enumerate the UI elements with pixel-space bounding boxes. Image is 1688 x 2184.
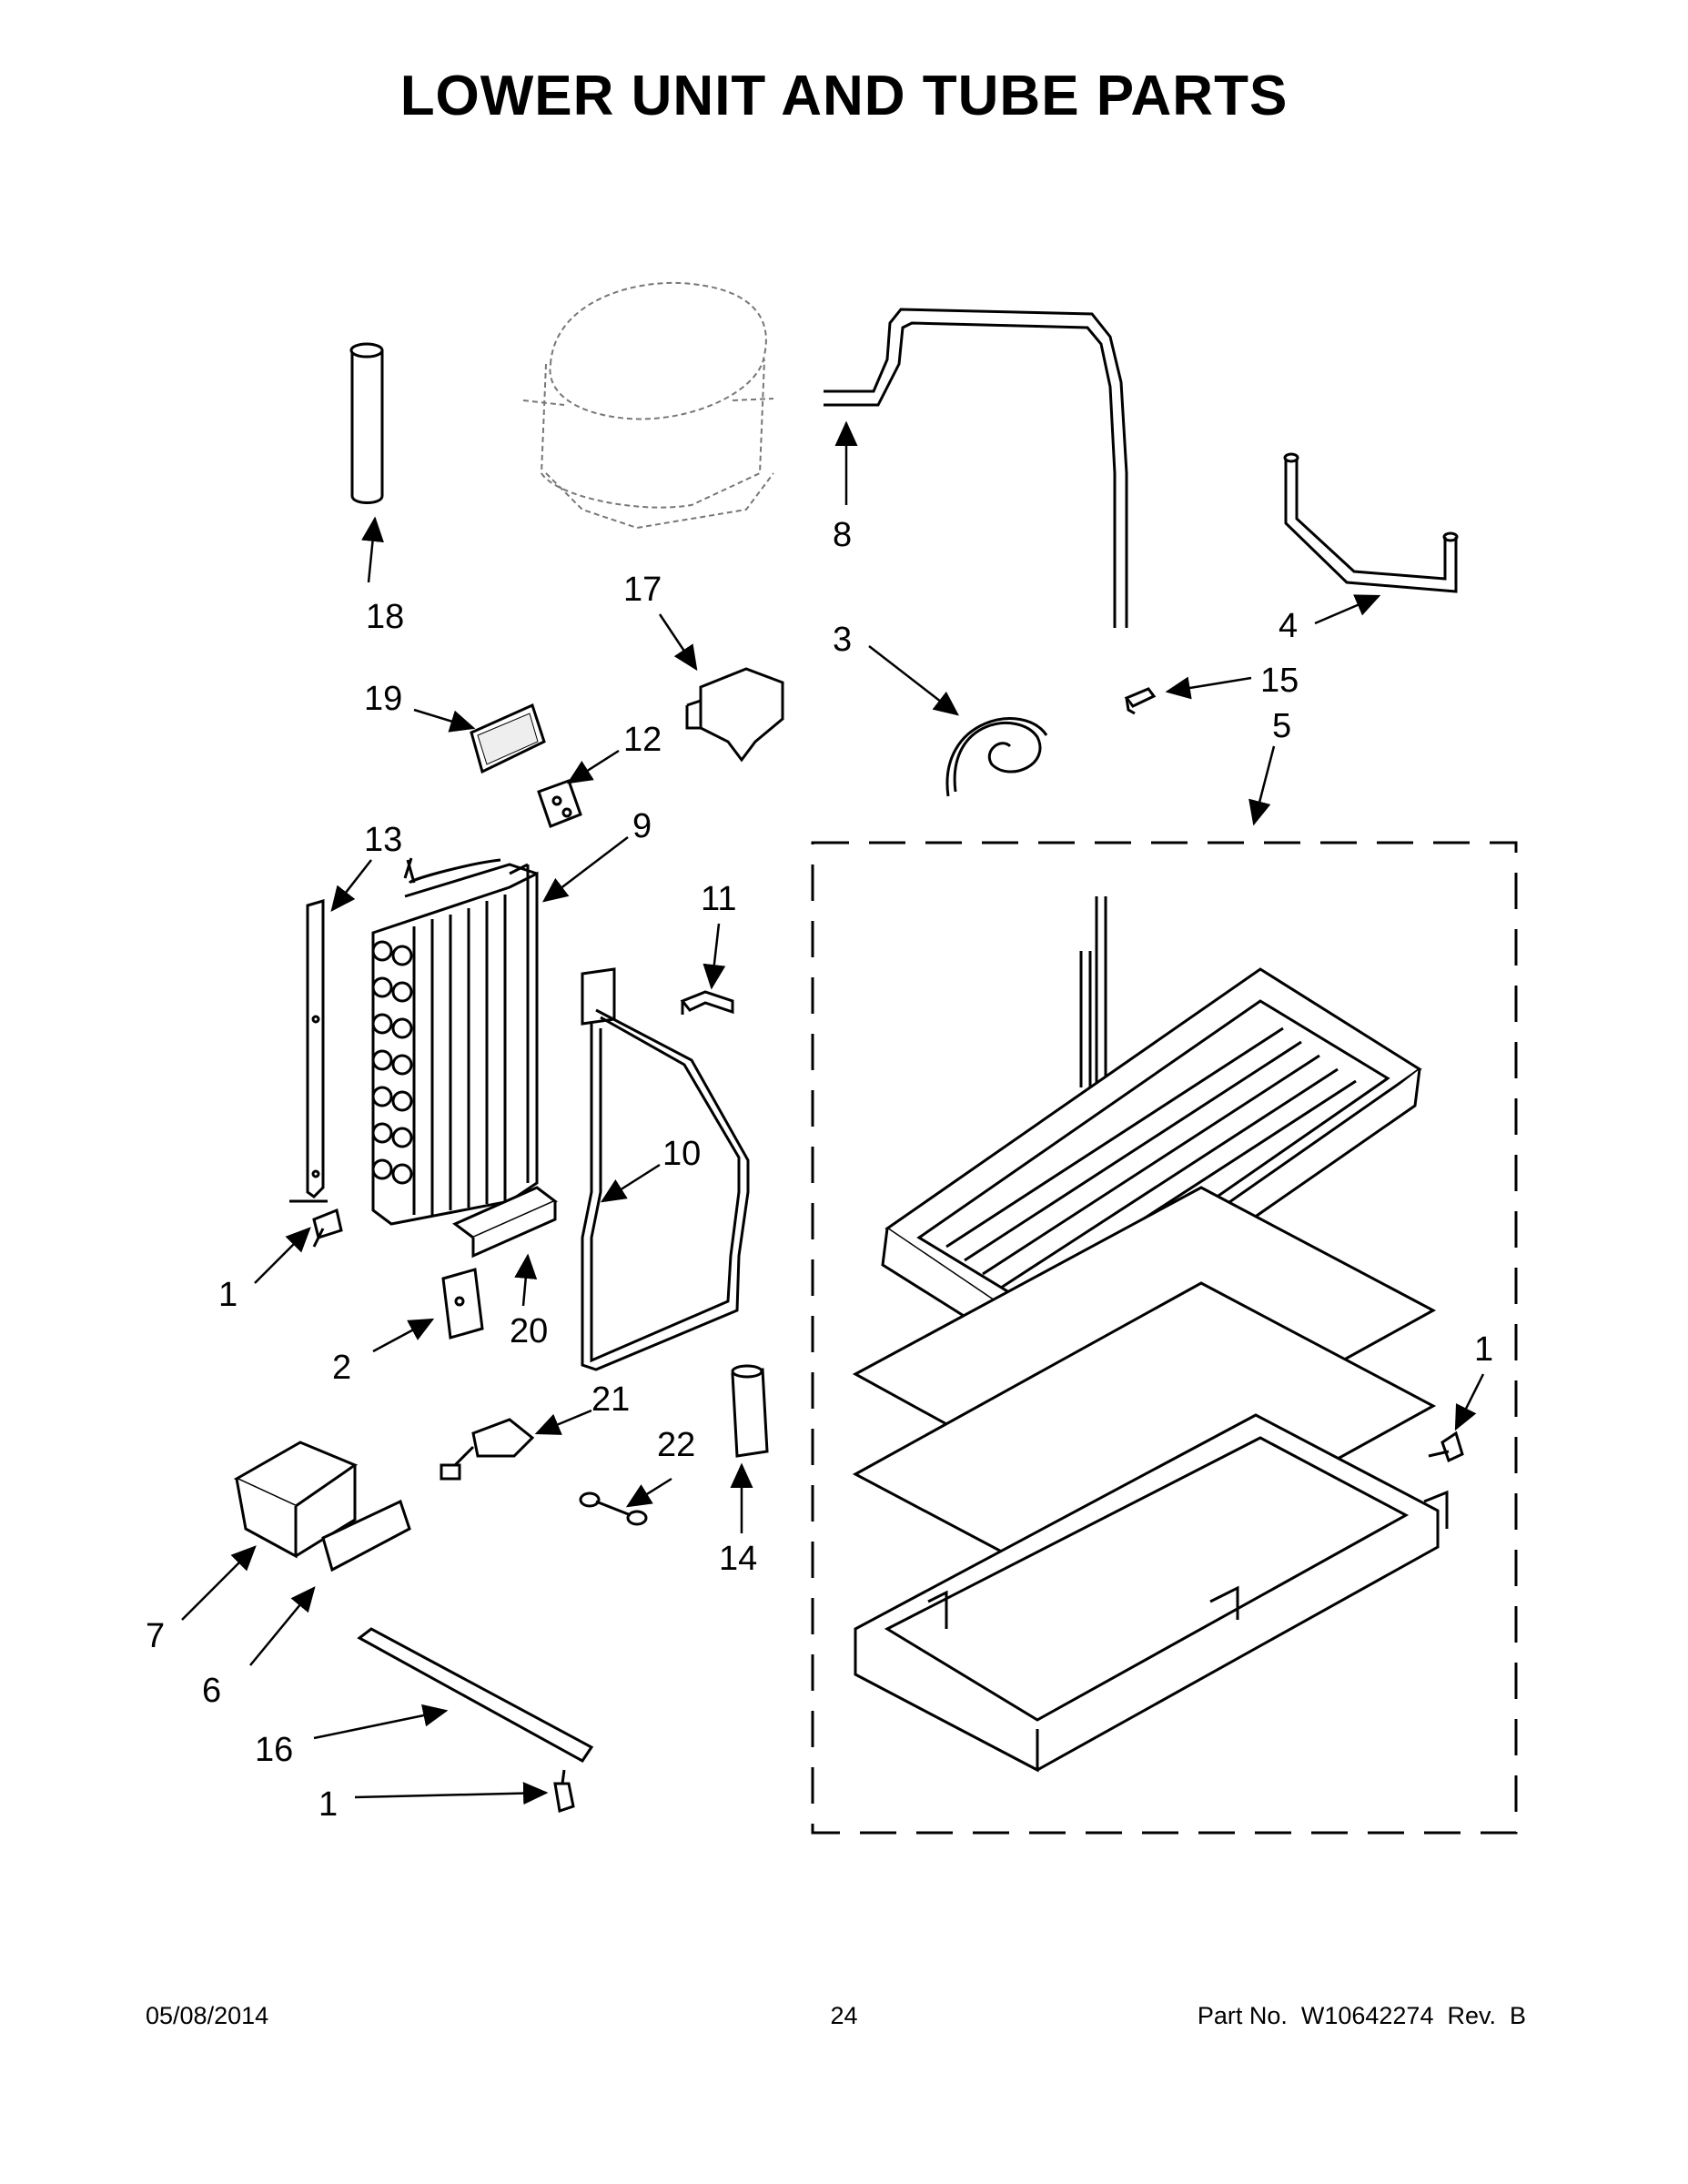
callout-arrows	[181, 420, 1485, 1805]
callout-label: 4	[1279, 607, 1298, 645]
part-2-plate	[441, 1268, 484, 1340]
callout-label: 19	[364, 680, 402, 718]
part-12-plate	[537, 779, 582, 828]
callout-label: 1	[318, 1785, 338, 1824]
callout-label: 10	[662, 1135, 701, 1173]
part-8-tube	[824, 308, 1128, 628]
part-3-tube	[945, 717, 1048, 797]
part-14-sleeve	[731, 1364, 769, 1458]
screw-icon	[312, 1208, 343, 1248]
part-18-sleeve	[349, 342, 384, 504]
callout-label: 1	[1474, 1330, 1493, 1369]
callout-label: 1	[218, 1276, 238, 1314]
compressor-outline	[522, 281, 774, 530]
footer-date: 05/08/2014	[146, 2002, 269, 2029]
part-22-connector	[579, 1491, 648, 1526]
callout-label: 2	[332, 1349, 351, 1387]
callout-label: 9	[632, 807, 652, 845]
part-5-group-box	[811, 841, 1518, 1835]
part-21-switch	[440, 1418, 535, 1481]
part-6-plate	[321, 1499, 411, 1572]
part-17-bracket	[685, 667, 784, 763]
screw-icon	[553, 1769, 575, 1813]
callout-label: 6	[202, 1672, 221, 1710]
footer-part-number: Part No. W10642274 Rev. B	[1197, 2002, 1526, 2029]
callout-label: 14	[719, 1540, 757, 1578]
callout-label: 13	[364, 821, 402, 859]
page-title: LOWER UNIT AND TUBE PARTS	[399, 65, 1289, 127]
callout-label: 20	[510, 1312, 548, 1350]
callout-label: 5	[1272, 707, 1291, 745]
part-20-bracket	[452, 1186, 558, 1259]
callout-label: 22	[657, 1426, 695, 1464]
callout-label: 15	[1260, 662, 1299, 700]
part-4-tube	[1283, 452, 1459, 593]
callout-label: 3	[833, 621, 852, 659]
part-11-clip	[680, 990, 734, 1015]
callout-label: 16	[255, 1731, 293, 1769]
callout-label: 18	[366, 598, 404, 636]
part-13-strip	[289, 898, 328, 1203]
screw-icon	[1428, 1431, 1464, 1463]
footer-page-number: 24	[830, 2002, 858, 2029]
callout-label: 7	[146, 1617, 165, 1655]
callout-label: 17	[623, 571, 662, 609]
part-10-wire	[581, 967, 750, 1371]
callout-label: 21	[591, 1380, 630, 1419]
callout-labels: 1 2 20 21 22 14 7 6 16 1 1 13 9 10 11 12…	[146, 516, 1493, 1824]
part-9-condenser	[371, 857, 539, 1226]
part-15-clip	[1124, 687, 1157, 715]
callout-label: 11	[701, 880, 736, 918]
part-19-pad	[470, 703, 546, 774]
callout-label: 8	[833, 516, 852, 554]
part-16-strip	[357, 1627, 594, 1763]
drain-pan-assembly	[852, 896, 1449, 1773]
callout-label: 12	[623, 721, 662, 759]
part-7-box	[233, 1441, 359, 1559]
